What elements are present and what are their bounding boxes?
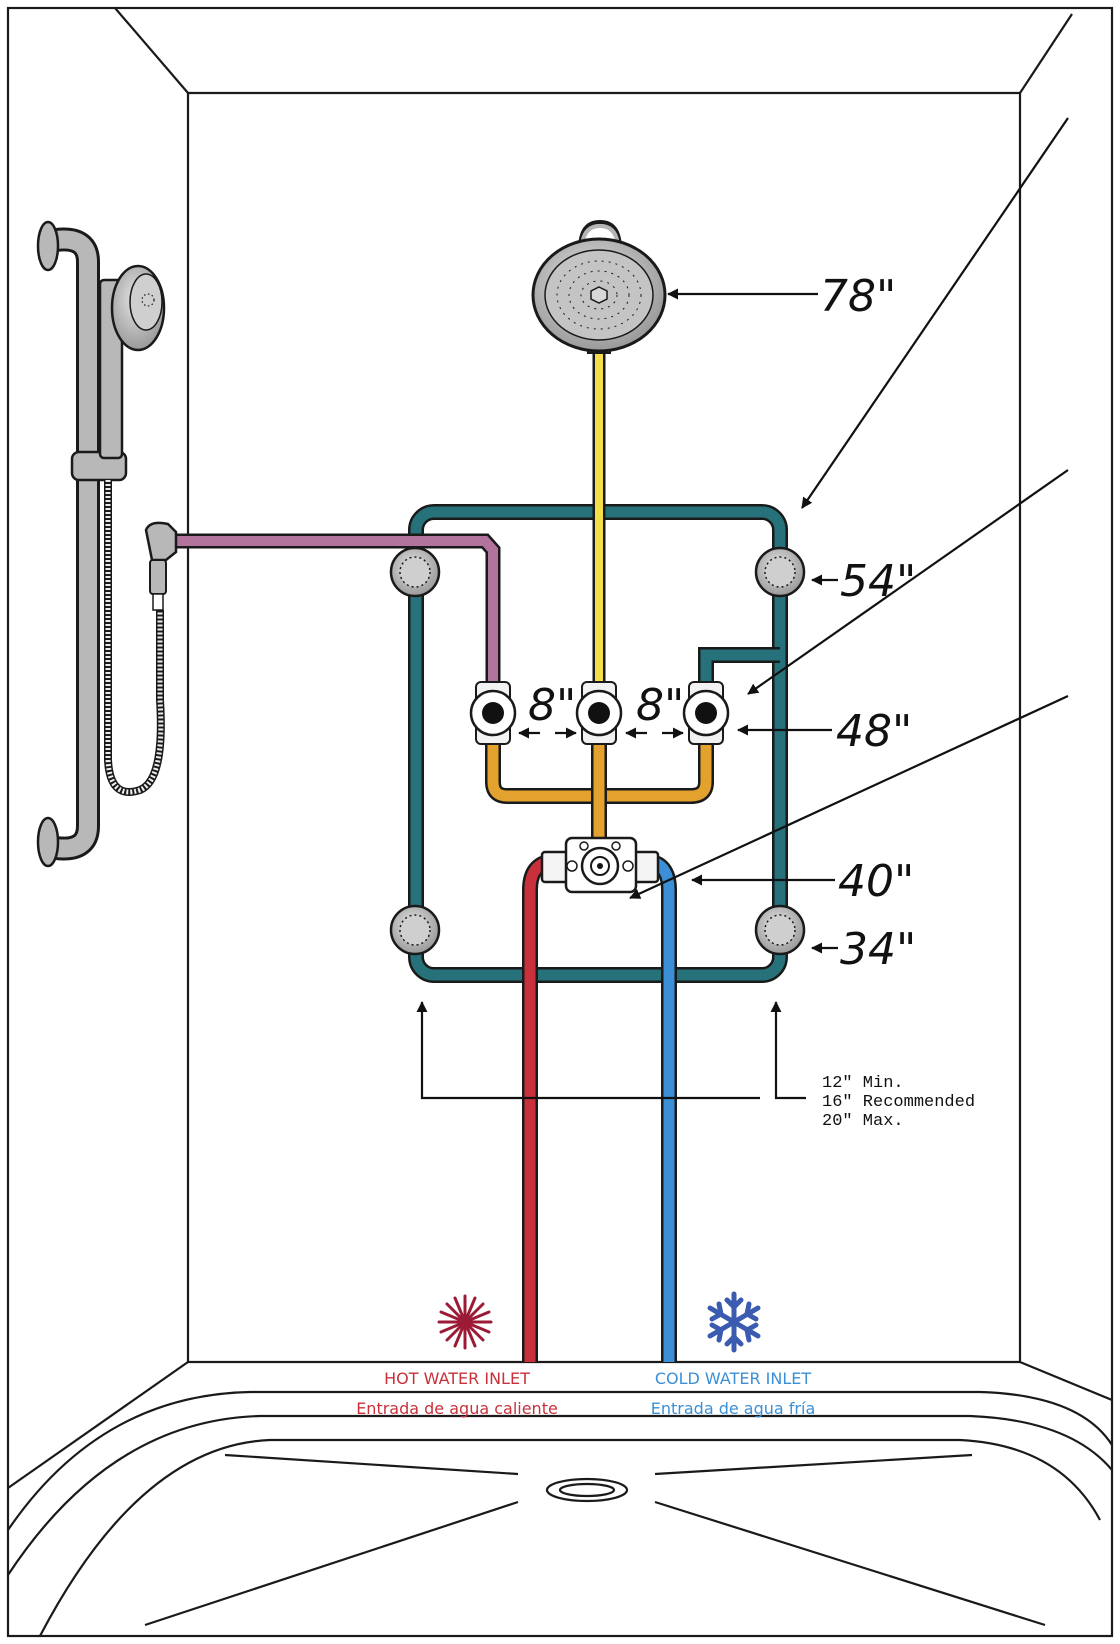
slide-bar [36, 220, 128, 868]
pipes [175, 340, 788, 1362]
dimension-arrows [416, 117, 1069, 1100]
volume-valve-center [575, 681, 623, 745]
body-spray-upper-left [389, 546, 441, 598]
spray-spacing-note: 12" Min. 16" Recommended 20" Max. [822, 1074, 975, 1131]
shower-enclosure [6, 6, 1114, 1638]
drain [545, 1477, 629, 1503]
volume-valve-left [469, 681, 517, 745]
hot-supply-pipe [522, 854, 551, 1362]
snowflake-icon [707, 1291, 761, 1353]
valve-height-label: 48" [836, 706, 912, 757]
valve-spacing-right-label: 8" [636, 680, 684, 731]
cold-water-inlet-label: COLD WATER INLET [655, 1369, 812, 1388]
spray-spacing-min: 12" Min. [822, 1074, 904, 1093]
mixing-valve-height-label: 40" [838, 856, 914, 907]
body-spray-lower-right [754, 904, 806, 956]
body-spray-upper-height-label: 54" [840, 556, 916, 607]
cold-water-inlet-label-es: Entrada de agua fría [651, 1399, 816, 1418]
hot-water-inlet-label: HOT WATER INLET [384, 1369, 530, 1388]
spray-spacing-recommended: 16" Recommended [822, 1093, 975, 1112]
hand-shower-supply-pipe [175, 533, 501, 690]
rain-head-height-label: 78" [820, 271, 896, 322]
cold-supply-pipe [649, 854, 677, 1362]
volume-valve-right [682, 681, 730, 745]
hand-shower-head [110, 264, 166, 352]
hot-water-inlet-label-es: Entrada de agua caliente [356, 1399, 558, 1418]
body-spray-lower-left [389, 904, 441, 956]
rain-shower-head [531, 219, 667, 354]
spray-spacing-max: 20" Max. [822, 1112, 904, 1131]
mixing-valve [540, 836, 660, 894]
heat-burst-icon [437, 1294, 493, 1350]
body-spray-upper-right [754, 546, 806, 598]
body-spray-lower-height-label: 34" [840, 924, 916, 975]
hand-shower-hose [104, 480, 165, 796]
hand-shower-water-supply-elbow [144, 521, 178, 611]
valve-spacing-left-label: 8" [528, 680, 576, 731]
